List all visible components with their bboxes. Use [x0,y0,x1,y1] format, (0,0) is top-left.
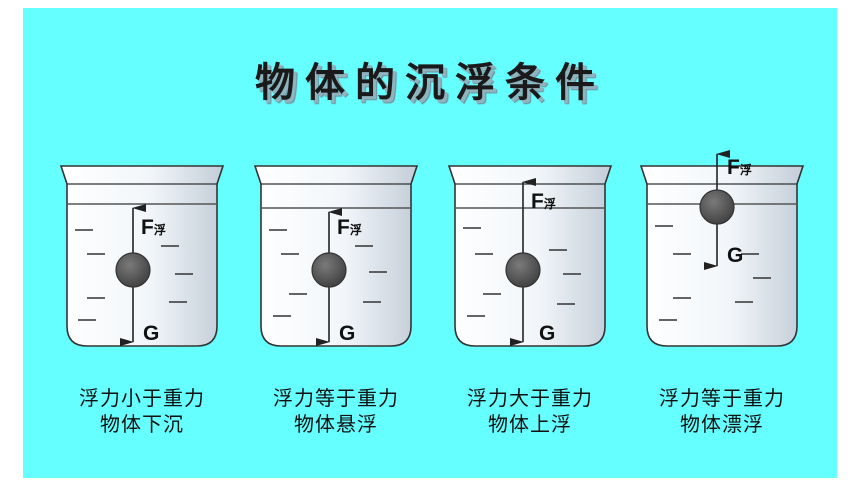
caption-line2: 物体悬浮 [294,412,378,436]
caption-sinking: 浮力小于重力 物体下沉 [42,385,242,437]
ball [311,252,347,288]
buoyancy-label: F浮 [531,190,556,213]
ball [699,189,735,225]
buoyancy-label: F浮 [141,216,166,239]
slide: 物体的沉浮条件 [23,8,837,478]
ball [505,252,541,288]
caption-line1: 浮力等于重力 [273,386,399,410]
water-marks [463,227,581,317]
caption-floating: 浮力等于重力 物体漂浮 [622,385,822,437]
caption-line1: 浮力小于重力 [79,386,205,410]
beaker-body [639,165,805,347]
caption-line2: 物体下沉 [100,412,184,436]
beaker-rising: F浮 G [447,165,613,347]
water-marks [655,225,771,321]
caption-line2: 物体上浮 [488,412,572,436]
water-marks [269,229,387,317]
caption-rising: 浮力大于重力 物体上浮 [430,385,630,437]
ball [115,252,151,288]
page-title: 物体的沉浮条件 [255,59,605,106]
buoyancy-label: F浮 [727,156,752,179]
beaker-sinking: F浮 G [59,165,225,347]
gravity-label: G [727,244,743,267]
caption-line1: 浮力大于重力 [467,386,593,410]
beakers-diagram: F浮 G F浮 G [59,150,805,347]
caption-suspended: 浮力等于重力 物体悬浮 [236,385,436,437]
gravity-label: G [339,322,355,345]
gravity-label: G [143,322,159,345]
caption-line2: 物体漂浮 [680,412,764,436]
gravity-label: G [539,322,555,345]
beaker-floating: F浮 G [639,150,805,347]
beaker-suspended: F浮 G [253,165,419,347]
buoyancy-label: F浮 [337,216,362,239]
caption-line1: 浮力等于重力 [659,386,785,410]
water-marks [75,229,193,321]
